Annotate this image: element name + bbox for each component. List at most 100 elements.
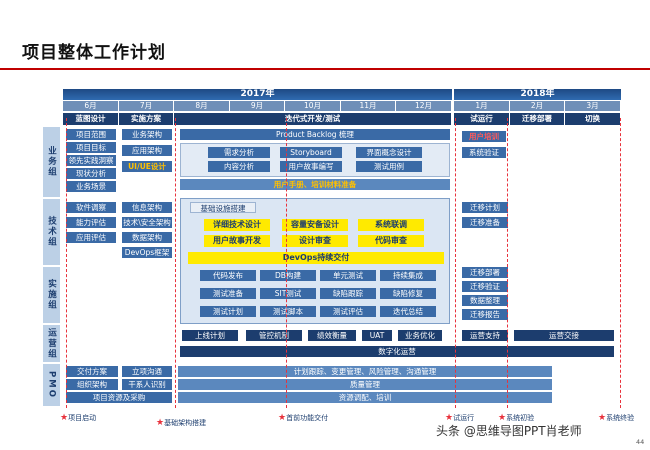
month-9: 9月 bbox=[230, 101, 285, 111]
row-label-pmo: PMO bbox=[43, 364, 60, 406]
milestone-infra: ★基础架构搭建 bbox=[156, 418, 207, 428]
phase-trial: 试运行 bbox=[454, 113, 510, 125]
system-integration: 系统联调 bbox=[358, 219, 424, 231]
milestone-line-6 bbox=[620, 118, 621, 408]
test-cases: 测试用例 bbox=[356, 161, 422, 172]
milestone-line-4 bbox=[455, 118, 456, 408]
tech-app-eval: 应用评估 bbox=[66, 232, 116, 243]
ci: 持续集成 bbox=[380, 270, 436, 281]
test-script: 测试脚本 bbox=[260, 306, 316, 317]
test-eval: 测试评估 bbox=[320, 306, 376, 317]
milestone-line-5 bbox=[507, 118, 508, 408]
pmo-bar-plan: 计划跟踪、变更管理、风险管理、沟通管理 bbox=[178, 366, 552, 377]
month-10: 10月 bbox=[285, 101, 341, 111]
digital-ops-bar: 数字化运营 bbox=[180, 346, 614, 357]
month-1: 1月 bbox=[454, 101, 510, 111]
migrate-verify: 迁移验证 bbox=[462, 281, 508, 292]
req-analysis: 需求分析 bbox=[208, 147, 270, 158]
star-icon: ★ bbox=[156, 418, 165, 428]
migrate-plan: 迁移计划 bbox=[462, 202, 508, 213]
system-verify: 系统验证 bbox=[462, 147, 506, 158]
tech-capability: 能力评估 bbox=[66, 217, 116, 228]
migrate-prep: 迁移准备 bbox=[462, 217, 508, 228]
row-label-ops: 运营组 bbox=[43, 325, 60, 362]
page-number: 44 bbox=[636, 438, 645, 446]
pmo-bar-quality: 质量管理 bbox=[178, 379, 552, 390]
design-review: 设计审查 bbox=[282, 235, 348, 247]
star-icon: ★ bbox=[498, 413, 507, 423]
ui-concept: 界面概念设计 bbox=[356, 147, 422, 158]
year-2018: 2018年 bbox=[454, 89, 621, 100]
defect-track: 缺陷跟踪 bbox=[320, 288, 376, 299]
backlog-bar: Product Backlog 梳理 bbox=[180, 129, 450, 140]
phase-switch: 切换 bbox=[565, 113, 621, 125]
phase-migrate: 迁移部署 bbox=[510, 113, 565, 125]
milestone-first-delivery: ★首前功能交付 bbox=[278, 413, 329, 423]
devops-cd: DevOps持续交付 bbox=[188, 252, 444, 264]
star-icon: ★ bbox=[598, 413, 607, 423]
code-review: 代码审查 bbox=[358, 235, 424, 247]
month-12: 12月 bbox=[396, 101, 452, 111]
migrate-report: 迁移报告 bbox=[462, 309, 508, 320]
pmo-delivery: 交付方案 bbox=[66, 366, 118, 377]
month-2: 2月 bbox=[510, 101, 565, 111]
star-icon: ★ bbox=[60, 413, 69, 423]
defect-fix: 缺陷修复 bbox=[380, 288, 436, 299]
data-cleanup: 数据整理 bbox=[462, 295, 508, 306]
phase-blueprint: 蓝图设计 bbox=[63, 113, 119, 125]
watermark-credit: 头条 @思维导图PPT肖老师 bbox=[436, 424, 582, 438]
capacity-design: 容量安备设计 bbox=[282, 219, 348, 231]
biz-scope: 项目范围 bbox=[66, 129, 116, 140]
detail-tech-design: 详细技术设计 bbox=[204, 219, 270, 231]
user-training: 用户培训 bbox=[462, 131, 506, 142]
milestone-line-1 bbox=[66, 118, 67, 408]
month-3: 3月 bbox=[565, 101, 621, 111]
uat: UAT bbox=[362, 330, 392, 341]
month-11: 11月 bbox=[341, 101, 396, 111]
pmo-resource: 项目资源及采购 bbox=[66, 392, 172, 403]
migrate-deploy: 迁移部署 bbox=[462, 267, 508, 278]
test-prep: 测试准备 bbox=[200, 288, 256, 299]
control-mech: 管控机制 bbox=[246, 330, 302, 341]
ops-support: 运营支持 bbox=[462, 330, 508, 341]
milestone-trial: ★试运行 bbox=[445, 413, 475, 423]
biz-scenario: 业务场景 bbox=[66, 181, 116, 192]
biz-goal: 项目目标 bbox=[66, 142, 116, 153]
pmo-initiation: 立项沟通 bbox=[122, 366, 172, 377]
basic-infra: 基础设施搭建 bbox=[190, 202, 256, 213]
db-build: DB构建 bbox=[260, 270, 316, 281]
app-arch: 应用架构 bbox=[122, 145, 172, 156]
biz-optimize: 业务优化 bbox=[398, 330, 442, 341]
content-analysis: 内容分析 bbox=[208, 161, 270, 172]
story-writing: 用户故事编写 bbox=[280, 161, 342, 172]
star-icon: ★ bbox=[445, 413, 454, 423]
info-arch: 信息架构 bbox=[122, 202, 172, 213]
pmo-org: 组织架构 bbox=[66, 379, 118, 390]
ui-ue-design: UI/UE设计 bbox=[122, 161, 172, 172]
devops-framework: DevOps框架 bbox=[122, 247, 172, 258]
tech-sec-arch: 技术\安全架构 bbox=[122, 217, 172, 228]
biz-arch: 业务架构 bbox=[122, 129, 172, 140]
data-arch: 数据架构 bbox=[122, 232, 172, 243]
month-7: 7月 bbox=[119, 101, 174, 111]
biz-practice: 领先实践洞察 bbox=[66, 155, 116, 166]
tech-survey: 软件调察 bbox=[66, 202, 116, 213]
perf-measure: 绩效衡量 bbox=[308, 330, 356, 341]
sit-test: SIT测试 bbox=[260, 288, 316, 299]
story-dev: 用户故事开发 bbox=[204, 235, 270, 247]
milestone-line-3 bbox=[286, 118, 287, 408]
milestone-kickoff: ★项目启动 bbox=[60, 413, 97, 423]
phase-iterative: 迭代式开发/测试 bbox=[174, 113, 452, 125]
phase-plan: 实施方案 bbox=[119, 113, 174, 125]
iteration-summary: 迭代总结 bbox=[380, 306, 436, 317]
month-6: 6月 bbox=[63, 101, 119, 111]
row-label-tech: 技术组 bbox=[43, 199, 60, 265]
year-2017: 2017年 bbox=[63, 89, 452, 100]
ops-handover: 运营交接 bbox=[514, 330, 614, 341]
unit-test: 单元测试 bbox=[320, 270, 376, 281]
golive-plan: 上线计划 bbox=[182, 330, 238, 341]
milestone-final-accept: ★系统终验 bbox=[598, 413, 635, 423]
milestone-initial-accept: ★系统初验 bbox=[498, 413, 535, 423]
code-release: 代码发布 bbox=[200, 270, 256, 281]
milestone-line-2 bbox=[175, 118, 176, 408]
